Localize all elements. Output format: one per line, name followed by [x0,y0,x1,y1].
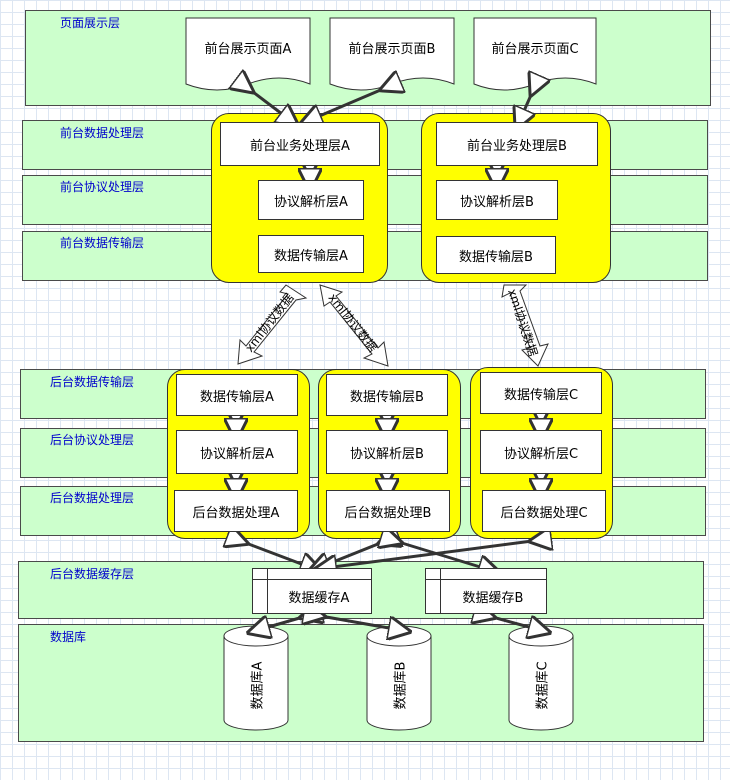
back-c-transfer: 数据传输层C [480,372,602,414]
page-box-c: 前台展示页面C [491,41,579,57]
arrow-page-a-front-a [245,86,290,120]
front-b-protocol: 协议解析层B [436,180,558,220]
label-front-data-processing: 前台数据处理层 [60,126,145,140]
back-c-protocol: 协议解析层C [480,430,602,474]
db-c-label: 数据库C [535,661,551,710]
cache-b-label: 数据缓存B [462,590,524,606]
big-arrow-left [237,284,308,365]
arrow-cache-a-db-a [258,615,310,630]
front-a-transfer: 数据传输层A [258,235,364,273]
back-b-protocol: 协议解析层B [326,430,448,474]
front-a-business: 前台业务处理层A [220,122,380,166]
arrow-cache-a-db-b [315,615,400,630]
big-arrow-middle [319,284,389,367]
db-b-label: 数据库B [393,661,409,710]
big-arrow-right [501,284,549,367]
label-back-data-transfer: 后台数据传输层 [50,375,135,389]
arrow-proc-b-cache-b [392,540,490,570]
arrow-page-b-front-a [310,86,390,120]
back-a-processing: 后台数据处理A [174,490,298,532]
back-b-transfer: 数据传输层B [326,374,448,416]
label-back-data-processing: 后台数据处理层 [50,491,135,505]
db-a-label: 数据库A [250,661,266,710]
label-database: 数据库 [50,630,87,644]
back-b-processing: 后台数据处理B [326,490,450,532]
front-a-protocol: 协议解析层A [258,180,364,220]
front-b-business: 前台业务处理层B [436,122,598,166]
arrow-page-c-front-b [520,86,535,120]
label-front-data-transfer: 前台数据传输层 [60,236,145,250]
arrow-proc-c-cache-a [325,540,540,568]
label-back-protocol-processing: 后台协议处理层 [50,433,135,447]
front-b-transfer: 数据传输层B [436,236,556,274]
arrow-cache-b-db-c [485,615,540,630]
cache-a-label: 数据缓存A [288,590,350,606]
arrow-proc-a-cache-a [238,540,312,568]
label-back-data-cache: 后台数据缓存层 [50,567,135,581]
page-box-b: 前台展示页面B [348,41,436,57]
back-a-protocol: 协议解析层A [176,430,298,474]
back-a-transfer: 数据传输层A [176,374,298,416]
label-front-protocol-processing: 前台协议处理层 [60,180,145,194]
page-box-a: 前台展示页面A [204,41,292,57]
back-c-processing: 后台数据处理C [482,490,606,532]
cache-box-b: 数据缓存B [425,568,547,614]
label-page-display: 页面展示层 [60,16,121,30]
cache-box-a: 数据缓存A [252,568,372,614]
